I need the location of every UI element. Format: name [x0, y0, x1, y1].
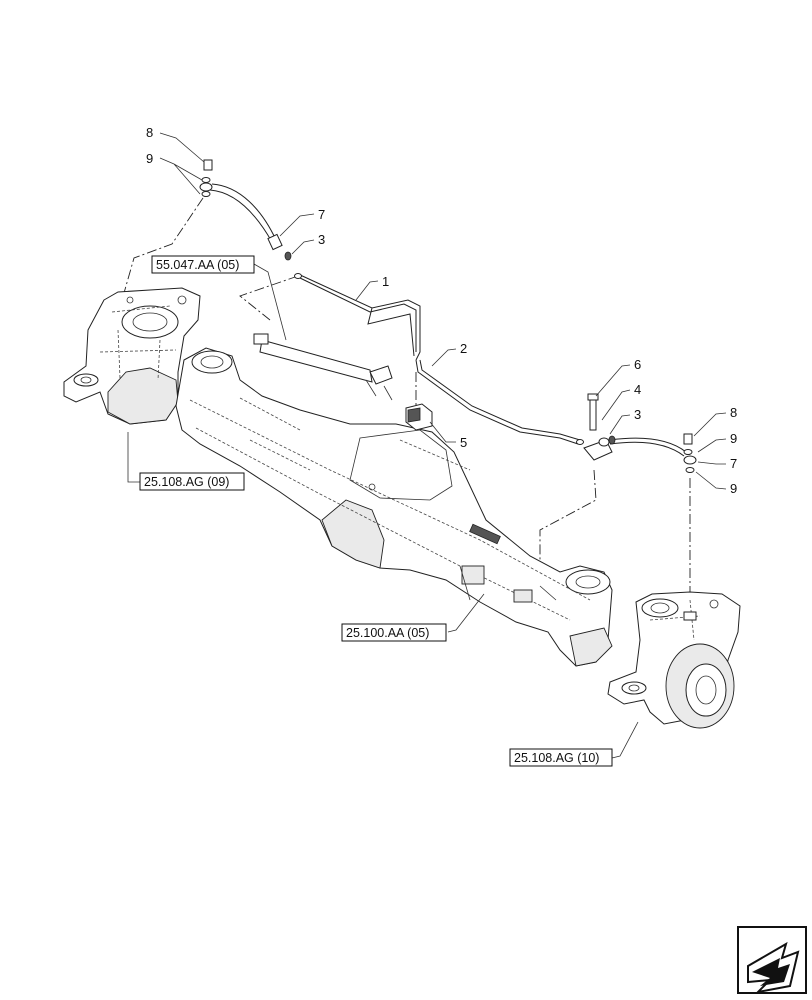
- callout-4: 4: [634, 382, 641, 397]
- callout-leaders: [127, 132, 727, 759]
- brake-hose-right: [583, 393, 697, 473]
- callout-7-right: 7: [730, 456, 737, 471]
- reference-label-55047: 55.047.AA (05): [156, 258, 239, 272]
- callout-7-left: 7: [318, 207, 325, 222]
- alignment-lines: [121, 197, 691, 600]
- callout-9-right-b: 9: [730, 481, 737, 496]
- callout-1: 1: [382, 274, 389, 289]
- reference-box-55047[interactable]: 55.047.AA (05): [151, 255, 255, 274]
- brake-pipe-1: [294, 273, 421, 361]
- steering-cylinder: [253, 333, 393, 401]
- callout-8-left: 8: [146, 125, 153, 140]
- callout-8-right: 8: [730, 405, 737, 420]
- callout-9-right-a: 9: [730, 431, 737, 446]
- arrow-next-icon[interactable]: [737, 926, 807, 994]
- pipe-clip-5: [405, 403, 433, 431]
- callout-2: 2: [460, 341, 467, 356]
- callout-5: 5: [460, 435, 467, 450]
- callout-3-right: 3: [634, 407, 641, 422]
- callout-6: 6: [634, 357, 641, 372]
- callout-numbers: 8 9 7 3 1 2 5 6 4 3 8 9 7 9: [146, 125, 737, 496]
- reference-box-25108-09[interactable]: 25.108.AG (09): [139, 472, 245, 491]
- brake-pipe-2: [415, 359, 584, 445]
- reference-box-25100[interactable]: 25.100.AA (05): [341, 623, 447, 642]
- callout-3-left: 3: [318, 232, 325, 247]
- front-axle-housing: [175, 347, 613, 667]
- right-steering-knuckle: [607, 591, 741, 729]
- reference-label-25108-09: 25.108.AG (09): [144, 475, 229, 489]
- reference-label-25100: 25.100.AA (05): [346, 626, 429, 640]
- brake-hose-left: [199, 159, 292, 261]
- reference-label-25108-10: 25.108.AG (10): [514, 751, 599, 765]
- left-steering-knuckle: [63, 287, 201, 425]
- reference-box-25108-10[interactable]: 25.108.AG (10): [509, 748, 613, 767]
- callout-9-left: 9: [146, 151, 153, 166]
